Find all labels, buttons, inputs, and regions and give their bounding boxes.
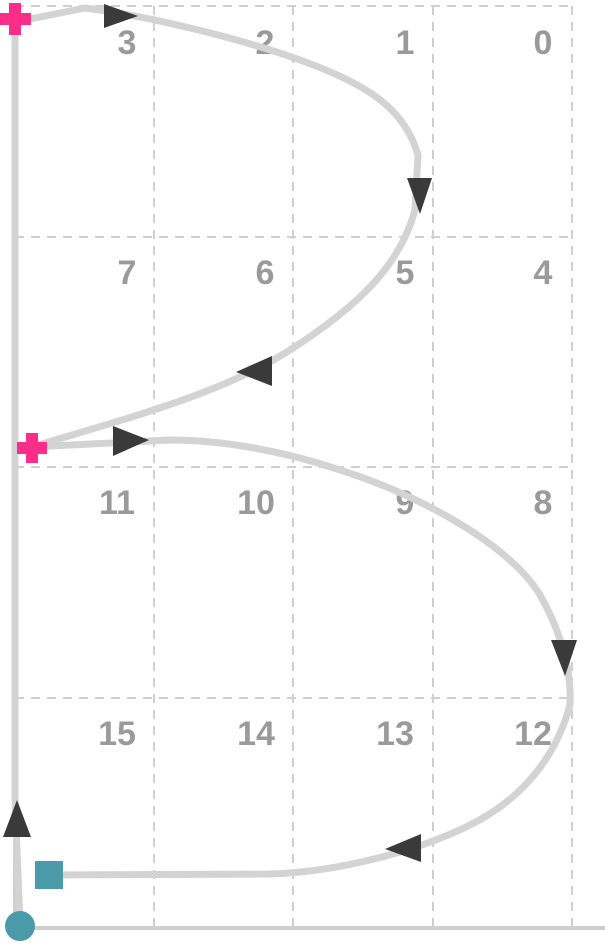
arrow-down-icon xyxy=(407,178,432,214)
cell-number: 7 xyxy=(118,254,137,292)
cell-number: 4 xyxy=(534,254,553,292)
arrow-left-icon xyxy=(385,834,421,862)
cell-number: 11 xyxy=(99,484,135,522)
start-circle-marker xyxy=(5,911,35,941)
direction-arrows xyxy=(3,4,577,862)
cell-number: 6 xyxy=(256,254,275,292)
cell-number: 8 xyxy=(534,484,553,522)
waypoint-cross-middle xyxy=(17,433,47,463)
arrow-up-icon xyxy=(3,800,31,837)
cell-number: 3 xyxy=(118,24,137,62)
arrow-down-icon xyxy=(551,640,577,676)
arrow-right-icon xyxy=(104,4,138,28)
cell-number: 5 xyxy=(396,254,415,292)
cell-number: 14 xyxy=(237,715,275,753)
cell-number: 13 xyxy=(376,715,414,753)
arrow-right-icon xyxy=(113,426,149,456)
waypoint-cross-top xyxy=(0,3,31,35)
cell-number: 0 xyxy=(534,24,553,62)
end-square-marker xyxy=(35,861,63,889)
cell-number: 15 xyxy=(98,715,136,753)
trajectory-path xyxy=(11,4,574,928)
cell-number: 10 xyxy=(237,484,275,522)
cell-number: 1 xyxy=(396,24,415,62)
arrow-left-icon xyxy=(236,356,272,386)
grid xyxy=(15,5,573,928)
cell-number: 12 xyxy=(514,715,552,753)
cell-numbers: 0 1 2 3 4 5 6 7 8 9 10 11 12 13 14 15 xyxy=(98,24,552,753)
